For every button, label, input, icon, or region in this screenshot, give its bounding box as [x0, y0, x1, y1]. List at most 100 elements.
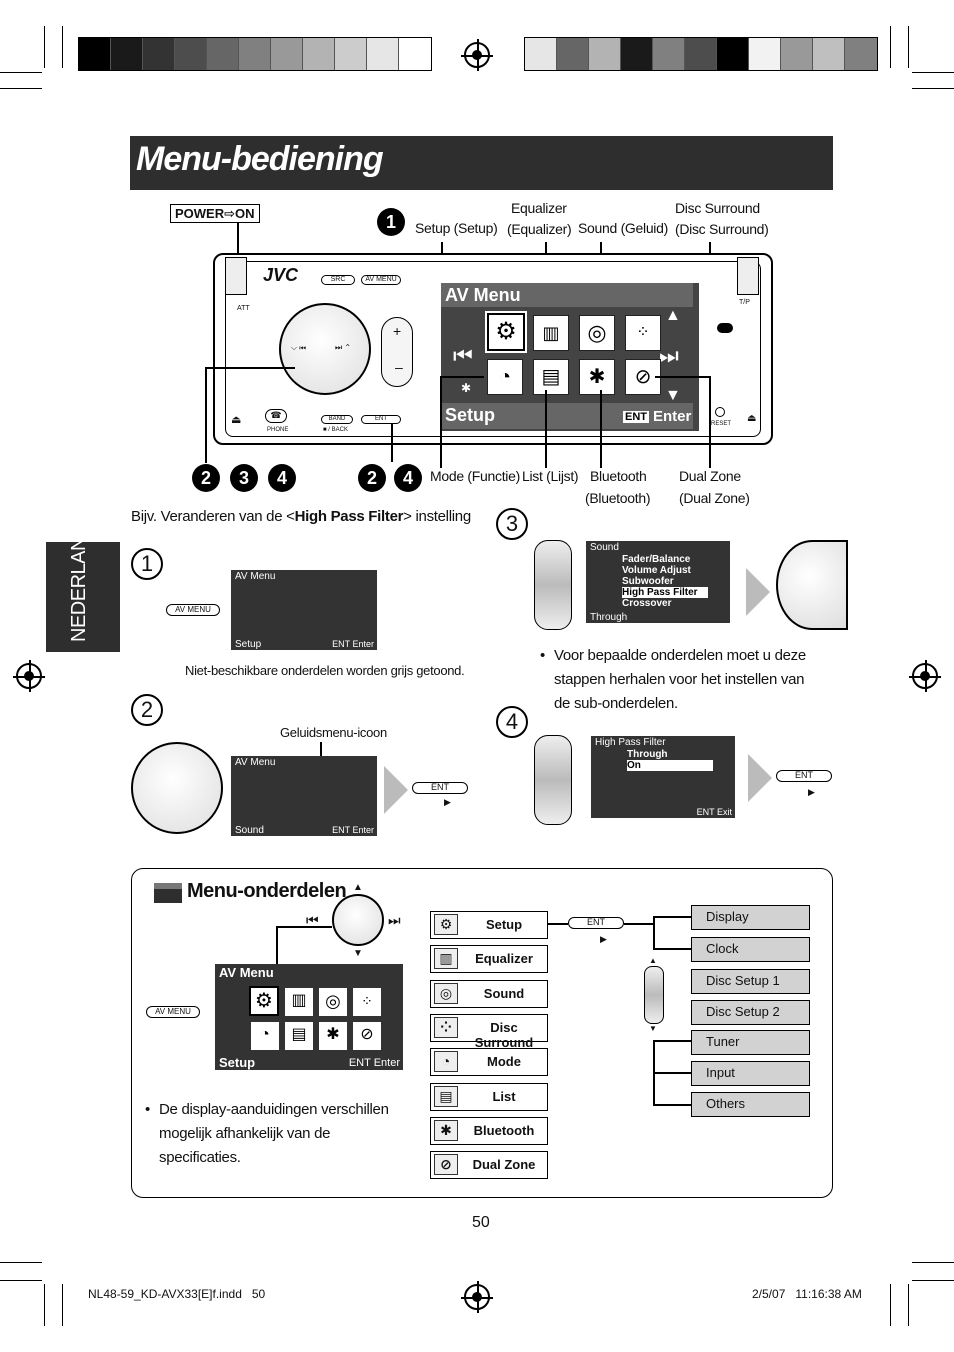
step2-screen-footer: Sound: [235, 825, 264, 836]
menu-parts-title-icon: [154, 883, 182, 903]
step2-screen-title: AV Menu: [235, 757, 276, 768]
ent-button-step4[interactable]: ENT: [776, 770, 832, 782]
menu-up-icon: ▲: [353, 882, 363, 893]
menu-item-label: Setup: [485, 917, 523, 932]
registration-mark: [461, 1281, 493, 1313]
av-menu-button-step1[interactable]: AV MENU: [166, 604, 220, 616]
menu-screen-equalizer-icon: ▥: [285, 988, 313, 1016]
brand-logo: JVC: [263, 265, 299, 285]
screen-bluetooth-icon: ✱: [461, 381, 472, 395]
crop-mark: [908, 1284, 909, 1326]
band-button[interactable]: BAND: [321, 415, 353, 424]
setup-sub-item-tuner[interactable]: Tuner: [691, 1030, 810, 1055]
crop-mark: [908, 26, 909, 68]
equalizer-icon: ▥: [434, 948, 458, 970]
color-swatch: [207, 38, 239, 70]
menu-screen-bluetooth-icon: ✱: [319, 1022, 347, 1050]
ent-button[interactable]: ENT: [361, 415, 401, 424]
setup-sub-item-input[interactable]: Input: [691, 1061, 810, 1086]
reset-button[interactable]: [715, 407, 725, 417]
control-dial[interactable]: [279, 303, 371, 395]
crop-mark: [62, 26, 63, 68]
menu-item-dual-zone[interactable]: ⊘Dual Zone: [430, 1151, 548, 1180]
connector-line: [653, 916, 655, 950]
setup-sub-item-clock[interactable]: Clock: [691, 937, 810, 962]
color-swatch: [845, 38, 877, 70]
menu-down-icon: ▼: [353, 948, 363, 959]
open-icon[interactable]: ⏏: [747, 413, 757, 424]
color-swatch: [239, 38, 271, 70]
screen-next-icon: ⏭: [659, 343, 679, 368]
menu-item-bluetooth[interactable]: ✱Bluetooth: [430, 1116, 548, 1145]
callout-bluetooth: Bluetooth: [590, 468, 647, 484]
step-1-number: 1: [131, 548, 163, 580]
phone-icon[interactable]: ☎: [265, 409, 287, 423]
ent-button-menu[interactable]: ENT: [568, 917, 624, 929]
step1-screen: AV Menu Setup ENT Enter: [231, 570, 377, 650]
step3-dial[interactable]: [776, 540, 848, 630]
menu-item-disc-surround[interactable]: ⁘Disc Surround: [430, 1013, 548, 1050]
screen-ent-badge: ENT: [623, 411, 649, 423]
step1-screen-title: AV Menu: [235, 571, 276, 582]
crop-mark: [912, 1280, 954, 1281]
callout-bluetooth-nl: (Bluetooth): [585, 490, 651, 506]
menu-item-equalizer[interactable]: ▥ Equalizer: [430, 945, 548, 974]
dual-button[interactable]: [717, 323, 733, 333]
setup-sub-item-disc-setup-1[interactable]: Disc Setup 1: [691, 969, 810, 994]
menu-parts-panel: [131, 868, 833, 1198]
callout-disc-surround-nl: (Disc Surround): [675, 221, 769, 237]
eject-icon[interactable]: ⏏: [231, 414, 242, 426]
step1-screen-enter: ENT Enter: [332, 639, 374, 649]
step2-caption: Geluidsmenu-icoon: [280, 725, 387, 740]
menu-item-label: List: [492, 1088, 516, 1104]
setup-sub-item-disc-setup-2[interactable]: Disc Setup 2: [691, 1000, 810, 1025]
setup-sub-item-others[interactable]: Others: [691, 1092, 810, 1117]
ent-button-step2[interactable]: ENT: [412, 782, 468, 794]
src-button[interactable]: SRC: [321, 275, 355, 285]
screen-footer: [441, 403, 693, 429]
step3-list-item: Fader/Balance: [622, 554, 691, 565]
connector-line: [653, 1104, 691, 1106]
menu-screen-title: AV Menu: [219, 965, 274, 980]
connector-line: [653, 948, 691, 950]
menu-item-setup[interactable]: ⚙Setup: [430, 911, 548, 939]
menu-item-sound[interactable]: ◎Sound: [430, 979, 548, 1008]
callout-setup: Setup (Setup): [415, 220, 498, 236]
step-1-badge: 1: [377, 208, 405, 236]
page-title: Menu-bediening: [136, 140, 384, 178]
bluetooth-icon: ✱: [579, 359, 615, 395]
menu-item-list[interactable]: ▤List: [430, 1082, 548, 1111]
menu-item-label: Bluetooth: [473, 1122, 535, 1138]
menu-screen-dual-zone-icon: ⊘: [353, 1022, 381, 1050]
screen-prev-icon: ⏮: [453, 343, 473, 368]
step-4-number: 4: [496, 706, 528, 738]
step3-rocker[interactable]: [534, 540, 572, 630]
step2-dial[interactable]: [131, 742, 223, 834]
step2-press-arrow: ▶: [444, 797, 451, 807]
color-swatch: [589, 38, 621, 70]
menu-press-arrow: ▶: [600, 934, 607, 944]
connector-line: [548, 923, 568, 925]
crop-mark: [0, 88, 42, 89]
av-menu-button[interactable]: AV MENU: [361, 275, 401, 285]
callout-line: [205, 367, 207, 463]
callout-line: [237, 222, 239, 282]
release-button-right[interactable]: [737, 257, 759, 295]
av-menu-button-menu[interactable]: AV MENU: [146, 1006, 200, 1018]
release-button-left[interactable]: [225, 257, 247, 295]
color-swatch: [271, 38, 303, 70]
step4-rocker[interactable]: [534, 735, 572, 825]
callout-dual-zone-nl: (Dual Zone): [679, 490, 750, 506]
color-swatch: [557, 38, 589, 70]
sub-rocker[interactable]: [644, 966, 664, 1024]
volume-rocker[interactable]: [381, 317, 413, 387]
menu-screen-footer: Setup: [219, 1055, 256, 1070]
setup-sub-item-display[interactable]: Display: [691, 905, 810, 930]
menu-item-label: Equalizer: [475, 951, 533, 967]
menu-dial[interactable]: [332, 894, 384, 946]
menu-item-mode[interactable]: ◔Mode: [430, 1048, 548, 1077]
sound-icon: ◎: [579, 315, 615, 351]
footer-file: NL48-59_KD-AVX33[E]f.indd 50: [88, 1287, 266, 1301]
